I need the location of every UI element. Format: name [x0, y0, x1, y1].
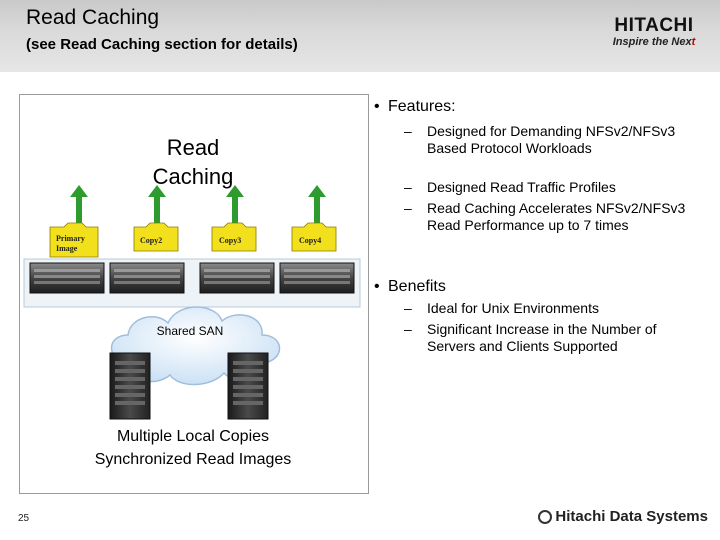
cloud-label: Shared SAN	[157, 324, 224, 338]
arrow-icon-primary	[70, 185, 88, 223]
read-caching-diagram: Read Caching	[19, 94, 369, 494]
feature-item: –Designed Read Traffic Profiles	[404, 179, 616, 195]
server-icon-2	[109, 262, 185, 294]
folder-label-primary: Primary	[56, 234, 85, 243]
server-icon-4	[279, 262, 355, 294]
svg-text:Image: Image	[56, 244, 78, 253]
benefit-item: –Significant Increase in the Number of S…	[404, 321, 657, 354]
diagram-title: Read Caching	[152, 135, 234, 189]
tower-server-icon-left	[109, 352, 151, 420]
features-heading: •Features:	[374, 98, 456, 115]
benefits-heading: •Benefits	[374, 278, 446, 295]
diagram-graphic: Primary Image Copy2 Copy3 Copy4	[23, 185, 361, 420]
arrow-icon-copy3	[226, 185, 244, 223]
page-number: 25	[18, 513, 30, 524]
folder-label-copy3: Copy3	[219, 236, 241, 245]
hitachi-mark-icon	[538, 510, 553, 524]
logo-tagline: Inspire the Next	[612, 36, 696, 48]
server-icon-3	[199, 262, 275, 294]
arrow-icon-copy2	[148, 185, 166, 223]
folder-icon-copy4: Copy4	[291, 222, 337, 252]
slide-header: Read Caching (see Read Caching section f…	[0, 0, 720, 72]
slide-title: Read Caching	[26, 6, 160, 29]
feature-item: –Read Caching Accelerates NFSv2/NFSv3 Re…	[404, 200, 686, 233]
folder-icon-copy2: Copy2	[133, 222, 179, 252]
footer-brand: Hitachi Data Systems	[538, 508, 708, 525]
arrow-icon-copy4	[308, 185, 326, 223]
slide-subtitle: (see Read Caching section for details)	[26, 36, 298, 53]
server-icon-1	[29, 262, 105, 294]
diagram-caption: Multiple Local Copies Synchronized Read …	[94, 428, 292, 468]
hitachi-logo: HITACHI Inspire the Next	[604, 16, 704, 58]
folder-label-copy4: Copy4	[299, 236, 321, 245]
benefit-item: –Ideal for Unix Environments	[404, 300, 599, 316]
tower-server-icon-right	[227, 352, 269, 420]
folder-label-copy2: Copy2	[140, 236, 162, 245]
logo-wordmark: HITACHI	[614, 15, 694, 36]
folder-icon-copy3: Copy3	[211, 222, 257, 252]
feature-item: –Designed for Demanding NFSv2/NFSv3 Base…	[404, 123, 676, 156]
folder-icon-primary: Primary Image	[49, 222, 99, 258]
